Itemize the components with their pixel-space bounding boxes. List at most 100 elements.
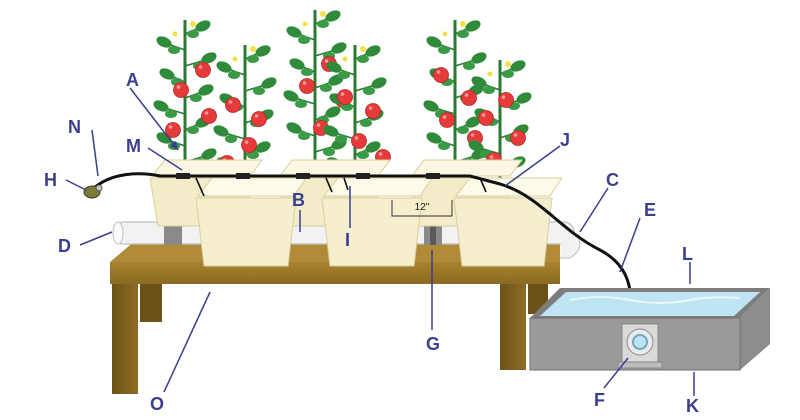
- leaf: [153, 100, 169, 112]
- label-g: G: [426, 334, 440, 354]
- spacing-dimension: 12": [391, 200, 453, 217]
- leaf: [295, 100, 307, 108]
- buckets: [149, 159, 563, 267]
- flower: [232, 56, 238, 62]
- leaf: [510, 60, 526, 72]
- leaf: [198, 84, 214, 96]
- leaf: [357, 151, 369, 159]
- tomato-highlight: [316, 123, 321, 127]
- tomato: [225, 97, 241, 113]
- leaf: [195, 20, 211, 32]
- tomato-highlight: [176, 85, 181, 89]
- label-c: C: [606, 170, 619, 190]
- leaf: [247, 55, 259, 63]
- tomato-highlight: [378, 152, 383, 156]
- tomato-highlight: [436, 70, 441, 74]
- leaf: [338, 71, 350, 79]
- feed-line: [83, 172, 633, 331]
- tomato: [365, 103, 381, 119]
- tomato-highlight: [513, 133, 518, 137]
- leaf: [213, 125, 229, 137]
- leader-lines: [65, 87, 695, 396]
- tomato-highlight: [168, 125, 173, 129]
- label-a: A: [126, 70, 139, 90]
- tomato-highlight: [244, 140, 249, 144]
- flower: [302, 21, 308, 27]
- tomato-highlight: [324, 59, 329, 63]
- flower: [460, 21, 466, 27]
- tomato-plant-3: [283, 10, 351, 165]
- tomato: [498, 92, 514, 108]
- tomato-highlight: [254, 114, 259, 118]
- leaf: [187, 126, 199, 134]
- bucket-front-3: [453, 177, 563, 267]
- flower: [190, 21, 196, 27]
- leaf: [261, 77, 277, 89]
- leaf: [323, 148, 335, 156]
- leaf: [190, 94, 202, 102]
- label-d: D: [58, 236, 71, 256]
- leaf: [165, 110, 177, 118]
- drip-line-stakes: [195, 177, 487, 197]
- flower: [360, 46, 366, 52]
- label-j: J: [560, 130, 570, 150]
- tomato: [251, 111, 267, 127]
- leaf: [365, 141, 381, 153]
- leaf: [228, 71, 240, 79]
- leaf: [289, 58, 305, 70]
- leaf: [286, 122, 302, 134]
- tomato-highlight: [204, 111, 209, 115]
- leaf: [502, 70, 514, 78]
- tomato-highlight: [198, 65, 203, 69]
- label-i: I: [345, 230, 350, 250]
- leaf: [323, 125, 339, 137]
- pump: [617, 323, 663, 369]
- leaf: [253, 87, 265, 95]
- leaf: [331, 42, 347, 54]
- tomato-highlight: [470, 133, 475, 137]
- flower: [320, 11, 326, 17]
- label-b: B: [292, 190, 305, 210]
- label-e: E: [644, 200, 656, 220]
- leaf: [471, 76, 487, 88]
- tomato-highlight: [481, 113, 486, 117]
- leaf: [371, 77, 387, 89]
- leaf: [363, 87, 375, 95]
- leaf: [325, 10, 341, 22]
- leaf: [471, 52, 487, 64]
- drip-emitters: [176, 173, 440, 179]
- leaf: [423, 100, 439, 112]
- flower: [172, 31, 178, 37]
- flower: [342, 56, 348, 62]
- leaf: [168, 46, 180, 54]
- label-o: O: [150, 394, 164, 414]
- leaf: [357, 55, 369, 63]
- tomato: [351, 133, 367, 149]
- label-l: L: [682, 244, 693, 264]
- tomato-highlight: [354, 136, 359, 140]
- label-m: M: [126, 136, 141, 156]
- leaf: [360, 119, 372, 127]
- leaf: [247, 151, 259, 159]
- leaf: [255, 141, 271, 153]
- leaf: [465, 116, 481, 128]
- leaf: [156, 36, 172, 48]
- tomato: [461, 90, 477, 106]
- leaf: [159, 68, 175, 80]
- tomato: [165, 122, 181, 138]
- bucket-front-1: [195, 177, 307, 267]
- leaf: [286, 26, 302, 38]
- tomato-highlight: [464, 93, 469, 97]
- tomato: [195, 62, 211, 78]
- bucket-front-2: [321, 177, 433, 267]
- leaf: [335, 135, 347, 143]
- leaf: [457, 126, 469, 134]
- flower: [442, 31, 448, 37]
- leaf: [283, 90, 299, 102]
- leaf: [255, 45, 271, 57]
- leaf: [298, 36, 310, 44]
- tomato-highlight: [368, 106, 373, 110]
- leaf: [516, 92, 532, 104]
- flower: [505, 61, 511, 67]
